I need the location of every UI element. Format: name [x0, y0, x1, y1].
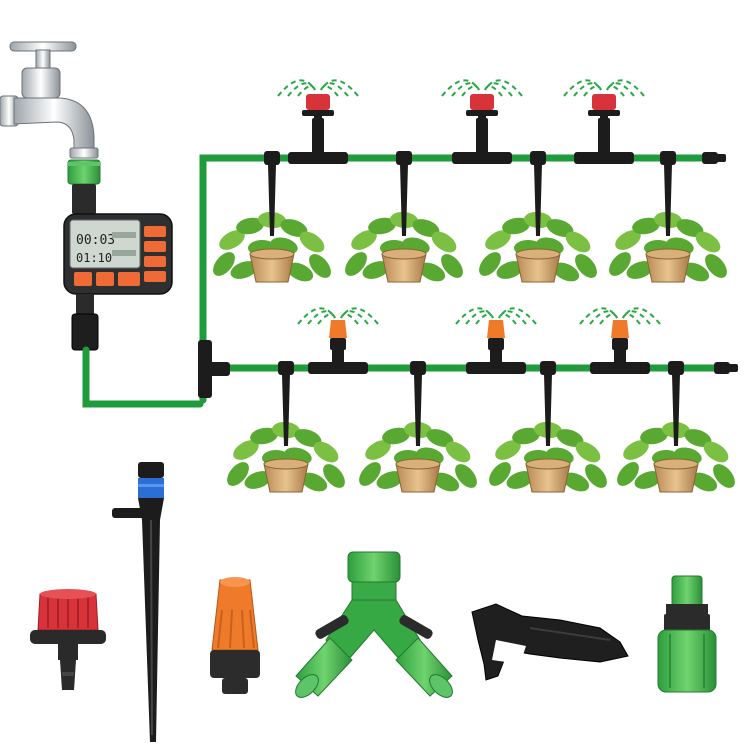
stake-spike-icon [530, 151, 546, 236]
plant-pot-icon [479, 211, 597, 283]
orange-nozzle-icon [611, 320, 629, 350]
stake-spike-icon [410, 361, 426, 446]
plant-pot-icon [227, 421, 345, 493]
spray-arc-icon [441, 79, 523, 97]
faucet-icon [0, 41, 99, 159]
stake-spike-icon [112, 462, 164, 742]
spray-arc-icon [455, 307, 537, 325]
spray-arc-icon [579, 307, 661, 325]
red-dripper-icon [466, 94, 498, 132]
timer-side-button [144, 256, 166, 267]
stake-spike-icon [540, 361, 556, 446]
timer-bottom-button [74, 272, 92, 286]
timer-bottom-button [118, 272, 140, 286]
red-dripper-icon [30, 589, 106, 690]
stake-spike-icon [668, 361, 684, 446]
end-cap [702, 152, 726, 164]
plant-pot-icon [609, 211, 727, 283]
red-dripper-icon [302, 94, 334, 132]
timer-side-button [144, 241, 166, 252]
plant-pot-icon [617, 421, 735, 493]
plant-pot-icon [359, 421, 477, 493]
spray-arc-icon [563, 79, 645, 97]
plant-pot-icon [213, 211, 331, 283]
end-caps [702, 152, 738, 374]
inlet-tee [198, 340, 230, 398]
quick-connector-icon [657, 575, 717, 693]
stake-spike-icon [278, 361, 294, 446]
orange-nozzle-icon [210, 577, 260, 694]
water-timer-icon: 00:03 01:10 [63, 159, 173, 351]
end-cap [714, 362, 738, 374]
timer-side-button [144, 271, 166, 282]
spray-arc-icon [297, 307, 379, 325]
lcd-main-time: 00:03 [76, 233, 115, 248]
stake-spike-icon [396, 151, 412, 236]
sprayers [277, 79, 661, 350]
stake-spike-icon [264, 151, 280, 236]
orange-nozzle-icon [329, 320, 347, 350]
plant-pot-icon [489, 421, 607, 493]
tube-clamp-icon [471, 603, 629, 681]
stake-spike-icon [660, 151, 676, 236]
lcd-second-time: 01:10 [76, 251, 112, 265]
spray-arc-icon [277, 79, 359, 97]
drip-stakes [264, 151, 684, 446]
orange-nozzle-icon [487, 320, 505, 350]
y-splitter-icon [295, 551, 453, 698]
plant-pots [213, 211, 735, 493]
plant-pot-icon [345, 211, 463, 283]
timer-bottom-button [96, 272, 114, 286]
timer-side-button [144, 226, 166, 237]
red-dripper-icon [588, 94, 620, 132]
